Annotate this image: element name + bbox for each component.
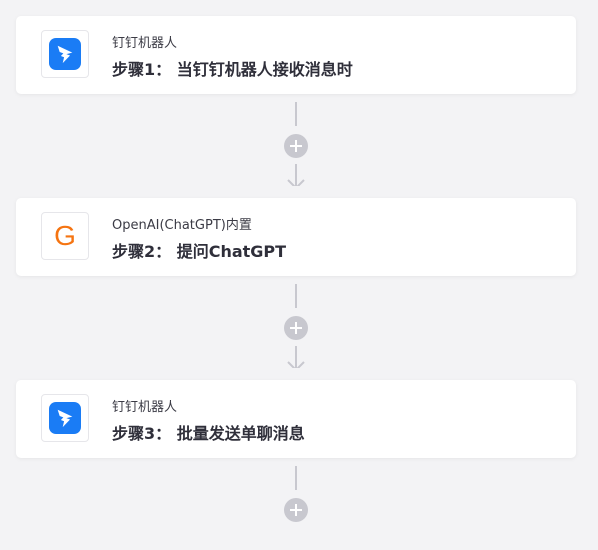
app-name: 钉钉机器人 bbox=[112, 36, 178, 51]
add-step-button[interactable] bbox=[284, 316, 308, 340]
add-step-button[interactable] bbox=[284, 134, 308, 158]
step-title: 步骤3： 批量发送单聊消息 bbox=[112, 424, 305, 443]
dingtalk-icon bbox=[41, 394, 89, 442]
step-connector bbox=[282, 460, 310, 550]
app-name: OpenAI(ChatGPT)内置 bbox=[112, 218, 252, 233]
step-title: 步骤2： 提问ChatGPT bbox=[112, 242, 287, 261]
step-card-3[interactable]: 钉钉机器人 步骤3： 批量发送单聊消息 bbox=[16, 380, 576, 458]
step-card-2[interactable]: G OpenAI(ChatGPT)内置 步骤2： 提问ChatGPT bbox=[16, 198, 576, 276]
step-card-1[interactable]: 钉钉机器人 步骤1： 当钉钉机器人接收消息时 bbox=[16, 16, 576, 94]
g-letter: G bbox=[54, 220, 76, 251]
step-connector bbox=[282, 96, 310, 190]
app-name: 钉钉机器人 bbox=[112, 400, 178, 415]
add-step-button[interactable] bbox=[284, 498, 308, 522]
dingtalk-icon bbox=[41, 30, 89, 78]
chatgpt-g-icon: G bbox=[41, 212, 89, 260]
step-title: 步骤1： 当钉钉机器人接收消息时 bbox=[112, 60, 353, 79]
step-connector bbox=[282, 278, 310, 372]
